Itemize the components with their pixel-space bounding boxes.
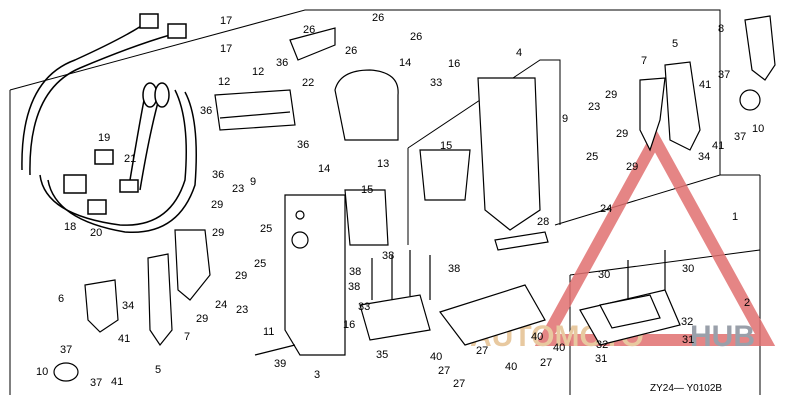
callout-27: 27 bbox=[438, 365, 450, 377]
callout-13: 13 bbox=[377, 158, 389, 170]
callout-34: 34 bbox=[698, 151, 710, 163]
callout-14: 14 bbox=[399, 57, 411, 69]
callout-17: 17 bbox=[220, 43, 232, 55]
callout-9: 9 bbox=[562, 113, 568, 125]
callout-17: 17 bbox=[220, 15, 232, 27]
callout-37: 37 bbox=[90, 377, 102, 389]
callout-27: 27 bbox=[540, 357, 552, 369]
callout-27: 27 bbox=[453, 378, 465, 390]
callout-32: 32 bbox=[681, 316, 693, 328]
callout-26: 26 bbox=[410, 31, 422, 43]
watermark-triangle bbox=[534, 127, 776, 346]
callout-10: 10 bbox=[752, 123, 764, 135]
callouts: 1 2 3 4 5 5 6 7 7 8 9 9 10 10 11 12 12 1… bbox=[36, 12, 764, 390]
watermark-right-text: HUB bbox=[690, 320, 755, 353]
callout-26: 26 bbox=[345, 45, 357, 57]
callout-30: 30 bbox=[598, 269, 610, 281]
callout-23: 23 bbox=[588, 101, 600, 113]
callout-20: 20 bbox=[90, 227, 102, 239]
callout-33: 33 bbox=[358, 301, 370, 313]
callout-3: 3 bbox=[314, 369, 320, 381]
callout-23: 23 bbox=[232, 183, 244, 195]
callout-24: 24 bbox=[600, 203, 612, 215]
callout-39: 39 bbox=[274, 358, 286, 370]
callout-29: 29 bbox=[211, 199, 223, 211]
callout-12: 12 bbox=[218, 76, 230, 88]
callout-38: 38 bbox=[349, 266, 361, 278]
callout-33: 33 bbox=[430, 77, 442, 89]
callout-41: 41 bbox=[118, 333, 130, 345]
callout-32: 32 bbox=[596, 339, 608, 351]
callout-40: 40 bbox=[505, 361, 517, 373]
callout-36: 36 bbox=[276, 57, 288, 69]
callout-6: 6 bbox=[58, 293, 64, 305]
callout-31: 31 bbox=[595, 353, 607, 365]
callout-1: 1 bbox=[732, 211, 738, 223]
callout-11: 11 bbox=[263, 326, 274, 338]
callout-10: 10 bbox=[36, 366, 48, 378]
callout-34: 34 bbox=[122, 300, 134, 312]
callout-30: 30 bbox=[682, 263, 694, 275]
callout-29: 29 bbox=[616, 128, 628, 140]
callout-25: 25 bbox=[586, 151, 598, 163]
callout-29: 29 bbox=[605, 89, 617, 101]
parts bbox=[53, 15, 776, 382]
callout-41: 41 bbox=[111, 376, 123, 388]
callout-2: 2 bbox=[744, 297, 750, 309]
callout-15: 15 bbox=[361, 184, 373, 196]
callout-14: 14 bbox=[318, 163, 330, 175]
callout-38: 38 bbox=[448, 263, 460, 275]
callout-38: 38 bbox=[348, 281, 360, 293]
cable-harness bbox=[21, 13, 197, 233]
callout-40: 40 bbox=[430, 351, 442, 363]
callout-29: 29 bbox=[196, 313, 208, 325]
callout-7: 7 bbox=[184, 331, 190, 343]
callout-36: 36 bbox=[297, 139, 309, 151]
callout-7: 7 bbox=[641, 55, 647, 67]
callout-18: 18 bbox=[64, 221, 76, 233]
callout-29: 29 bbox=[626, 161, 638, 173]
callout-5: 5 bbox=[155, 364, 161, 376]
callout-38: 38 bbox=[382, 250, 394, 262]
callout-36: 36 bbox=[212, 169, 224, 181]
callout-24: 24 bbox=[215, 299, 227, 311]
callout-22: 22 bbox=[302, 77, 314, 89]
callout-4: 4 bbox=[516, 47, 522, 59]
callout-27: 27 bbox=[476, 345, 488, 357]
callout-19: 19 bbox=[98, 132, 110, 144]
callout-5: 5 bbox=[672, 38, 678, 50]
callout-31: 31 bbox=[682, 334, 694, 346]
callout-16: 16 bbox=[343, 319, 355, 331]
callout-21: 21 bbox=[124, 153, 136, 165]
callout-23: 23 bbox=[236, 304, 248, 316]
callout-26: 26 bbox=[372, 12, 384, 24]
callout-37: 37 bbox=[734, 131, 746, 143]
callout-29: 29 bbox=[212, 227, 224, 239]
callout-15: 15 bbox=[440, 140, 452, 152]
callout-37: 37 bbox=[60, 344, 72, 356]
callout-35: 35 bbox=[376, 349, 388, 361]
callout-40: 40 bbox=[553, 342, 565, 354]
callout-25: 25 bbox=[254, 258, 266, 270]
callout-41: 41 bbox=[712, 140, 724, 152]
callout-28: 28 bbox=[537, 216, 549, 228]
diagram-code: ZY24— Y0102B bbox=[650, 383, 722, 394]
callout-40: 40 bbox=[531, 331, 543, 343]
callout-9: 9 bbox=[250, 176, 256, 188]
callout-41: 41 bbox=[699, 79, 711, 91]
callout-37: 37 bbox=[718, 69, 730, 81]
callout-25: 25 bbox=[260, 223, 272, 235]
callout-8: 8 bbox=[718, 23, 724, 35]
callout-36: 36 bbox=[200, 105, 212, 117]
callout-16: 16 bbox=[448, 58, 460, 70]
callout-29: 29 bbox=[235, 270, 247, 282]
callout-26: 26 bbox=[303, 24, 315, 36]
callout-12: 12 bbox=[252, 66, 264, 78]
